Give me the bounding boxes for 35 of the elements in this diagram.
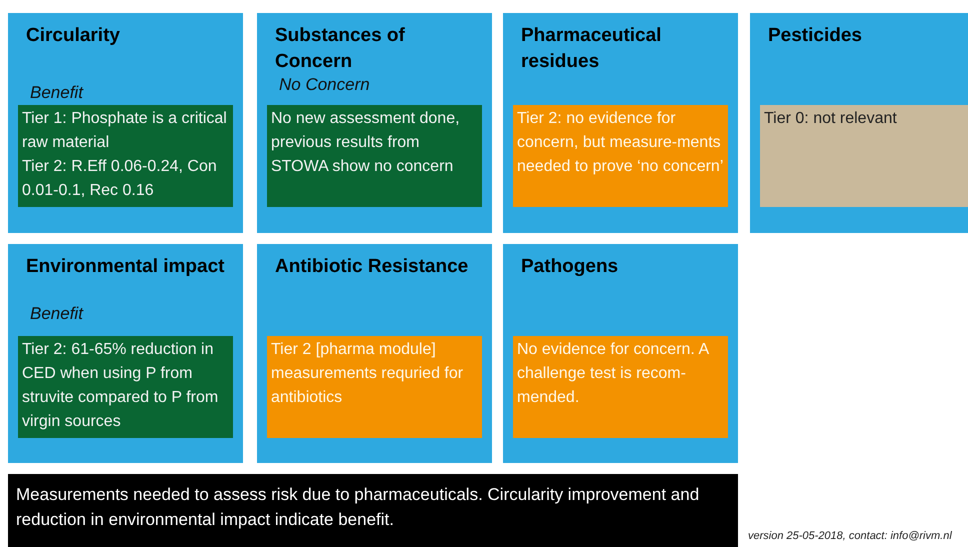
result-text: Tier 2: no evidence for concern, but measure-ments needed to prove ‘no concern’ [517,109,724,177]
category-card [503,244,738,463]
result-box [18,105,233,207]
category-card [8,244,243,463]
category-card [503,13,738,233]
result-text: Measurements needed to assess risk due to pharmaceuticals. Circularity improvement and reduction in environmental impact indicate benefit. [15,484,700,531]
summary-box [8,474,738,547]
result-box [267,336,482,438]
result-text: Tier 2: 61-65% reduction in CED when using P from struvite compared to P from virgin sources [22,340,220,432]
category-card [750,13,968,233]
card-heading: Antibiotic Resistance [275,255,470,279]
result-box [513,336,728,438]
card-subtitle: No Concern [279,75,370,95]
result-box [18,336,233,438]
card-heading: Pesticides [768,24,863,48]
card-heading: Pharmaceutical residues [521,24,662,74]
result-box [267,105,482,207]
card-heading: Substances of Concern [275,24,406,74]
card-subtitle: Benefit [30,304,83,324]
result-text: Tier 0: not relevant [764,109,898,129]
category-card [257,244,492,463]
result-box [760,105,968,207]
card-heading: Environmental impact [26,255,226,279]
result-text: Tier 1: Phosphate is a critical raw material [22,109,228,153]
card-heading: Pathogens [521,255,620,279]
category-card [8,13,243,233]
result-text: Tier 2: R.Eff 0.06-0.24, Con 0.01-0.1, Rec 0.16 [22,157,218,201]
card-subtitle: Benefit [30,83,83,103]
category-card [257,13,492,233]
result-text: No new assessment done, previous results from STOWA show no concern [271,109,461,177]
result-text: No evidence for concern. A challenge test is recom-mended. [517,340,710,408]
result-box [513,105,728,207]
card-heading: Circularity [26,24,121,48]
footer-note: version 25-05-2018, contact: info@rivm.nl [748,530,952,542]
result-text: Tier 2 [pharma module] measurements requried for antibiotics [271,340,464,408]
